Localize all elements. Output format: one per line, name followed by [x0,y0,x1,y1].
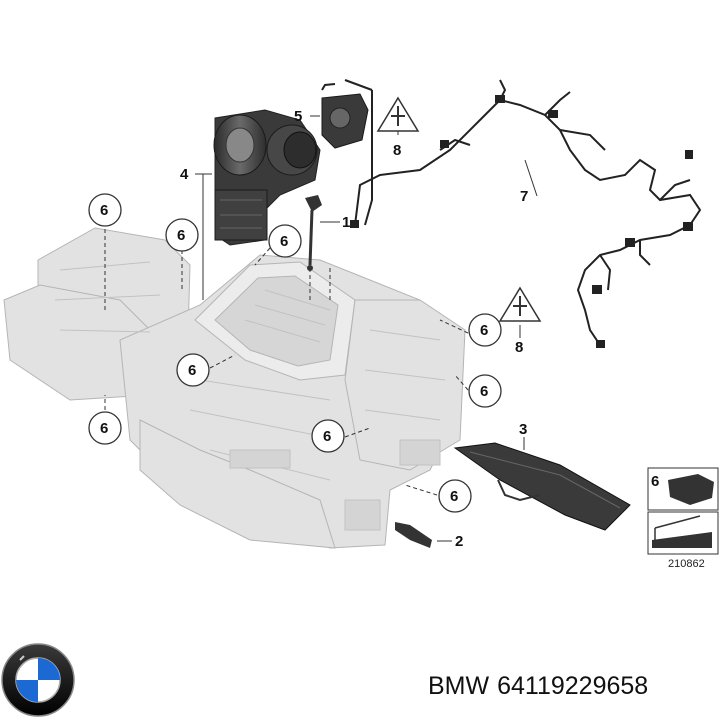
harness-connectors [350,95,693,348]
legend-callout-6: 6 [651,473,659,490]
callout-8-middle: 8 [515,339,523,356]
callout-6: 6 [165,218,199,252]
callout-6: 6 [438,479,472,513]
callout-5: 5 [294,108,302,125]
warning-triangle-icon [498,286,542,322]
svg-text:6: 6 [480,383,488,400]
actuator [321,83,369,149]
callout-6: 6 [468,374,502,408]
callout-6: 6 [468,313,502,347]
svg-text:6: 6 [323,428,331,445]
callout-4: 4 [180,166,189,183]
callout-1: 1 [342,214,350,231]
brand-name: BMW [428,672,490,700]
part-number: 64119229658 [497,672,649,700]
callout-6: 6 [88,193,122,227]
svg-text:6: 6 [480,322,488,339]
legend-clip-part [668,474,714,505]
svg-text:6: 6 [100,202,108,219]
callout-3: 3 [519,421,527,438]
callout-2: 2 [455,533,463,550]
legend-box: 6 [647,467,719,555]
svg-text:6: 6 [450,488,458,505]
callout-7: 7 [520,188,528,205]
svg-text:6: 6 [177,227,185,244]
temperature-sensor [395,522,432,548]
callout-6: 6 [268,224,302,258]
callout-8-top: 8 [393,142,401,159]
evaporator-core [214,275,339,367]
callout-6: 6 [176,353,210,387]
blower-motor [213,109,321,246]
hvac-housing [3,227,466,549]
svg-text:6: 6 [100,420,108,437]
svg-text:6: 6 [188,362,196,379]
bottom-lobe [139,419,336,549]
filter-part [453,442,631,531]
svg-text:6: 6 [280,233,288,250]
callout-6: 6 [311,419,345,453]
warning-triangle-icon [376,96,420,132]
reference-number: 210862 [668,558,705,570]
callout-6: 6 [88,411,122,445]
bmw-roundel-icon [1,643,75,717]
